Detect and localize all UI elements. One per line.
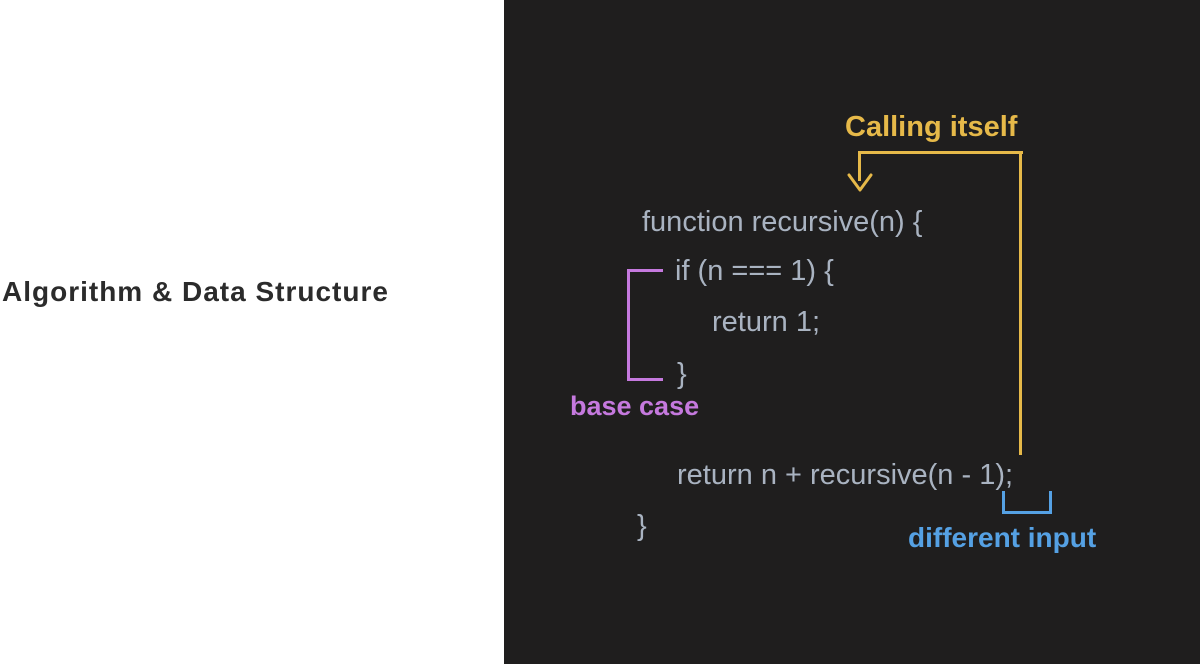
calling-itself-connector-top (858, 151, 1023, 154)
calling-itself-connector-right (1019, 151, 1022, 455)
code-line-if-close-brace: } (677, 358, 687, 390)
code-line-function-declaration: function recursive(n) { (642, 206, 923, 238)
calling-itself-label: Calling itself (845, 111, 1018, 143)
code-line-return-one: return 1; (712, 306, 820, 338)
page-title: Algorithm & Data Structure (2, 276, 389, 307)
base-case-label: base case (570, 391, 700, 421)
calling-itself-connector-left (858, 151, 861, 181)
left-panel: Algorithm & Data Structure (0, 0, 504, 664)
base-case-bracket (627, 269, 663, 381)
different-input-bracket (1002, 491, 1052, 514)
code-line-recursive-return: return n + recursive(n - 1); (677, 459, 1014, 491)
code-line-function-close-brace: } (637, 510, 647, 542)
code-panel (504, 0, 1200, 664)
code-line-if-condition: if (n === 1) { (675, 255, 834, 287)
different-input-label: different input (908, 522, 1097, 553)
arrow-down-icon (847, 173, 873, 192)
